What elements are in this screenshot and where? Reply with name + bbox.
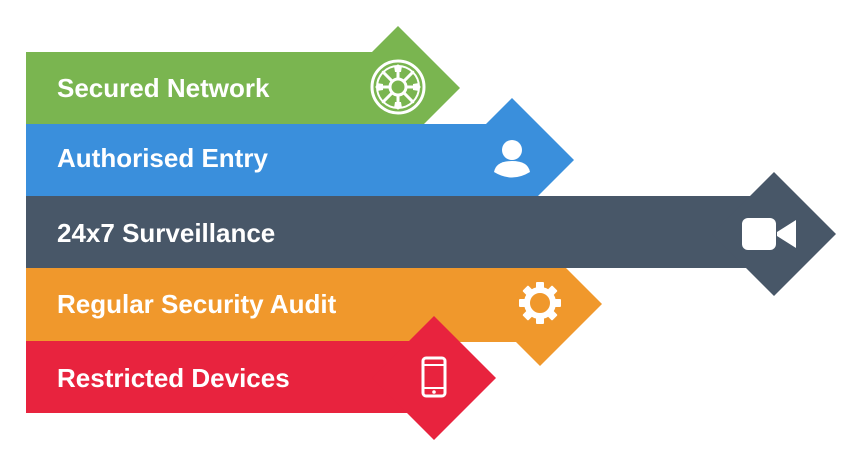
video-camera-icon	[742, 218, 796, 250]
band-secured-network	[26, 26, 460, 150]
band-restricted-devices-diamond	[372, 316, 496, 440]
label-regular-security-audit: Regular Security Audit	[57, 289, 337, 319]
label-secured-network: Secured Network	[57, 73, 270, 103]
band-regular-security-audit-bar	[26, 267, 546, 342]
gear-icon	[519, 282, 561, 324]
band-secured-network-diamond	[336, 26, 460, 150]
band-24x7-surveillance	[26, 172, 836, 296]
label-restricted-devices: Restricted Devices	[57, 363, 290, 393]
band-authorised-entry	[26, 98, 574, 222]
band-restricted-devices	[26, 316, 496, 440]
label-authorised-entry: Authorised Entry	[57, 143, 268, 173]
user-icon	[494, 140, 530, 178]
band-authorised-entry-bar	[26, 124, 516, 197]
label-24x7-surveillance: 24x7 Surveillance	[57, 218, 276, 248]
band-restricted-devices-bar	[26, 341, 436, 413]
band-regular-security-audit-diamond	[478, 242, 602, 366]
empire-emblem-icon	[370, 59, 426, 115]
band-regular-security-audit	[26, 242, 602, 366]
band-24x7-surveillance-bar	[26, 196, 776, 268]
mobile-phone-icon	[421, 356, 447, 398]
